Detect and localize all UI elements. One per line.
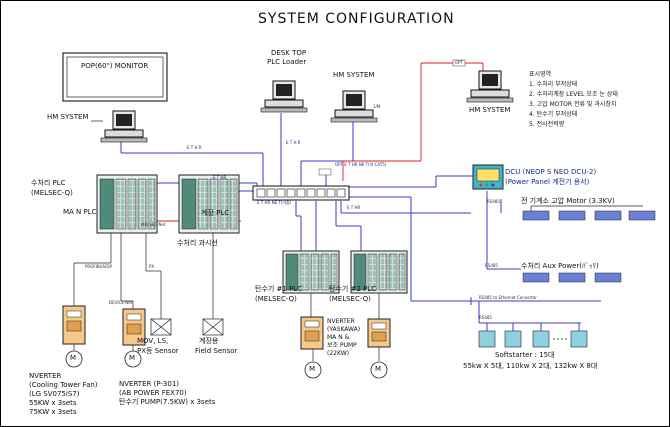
rs485-label-b: RS485 bbox=[485, 263, 498, 268]
dewater-1-label-1: 탄수기 #1 PLC bbox=[255, 285, 303, 293]
motor-symbol: M bbox=[309, 365, 316, 373]
rs485-label-a: RS485 bbox=[487, 199, 500, 204]
ab-inverter-label: 탄수기 PUMP(7.5KW) x 3sets bbox=[119, 398, 216, 406]
hmi-pc-left bbox=[100, 110, 148, 143]
ethernet-hub bbox=[252, 185, 350, 201]
diagram-title: SYSTEM CONFIGURATION bbox=[258, 11, 455, 27]
hmi-right-label: HM SYSTEM bbox=[469, 106, 511, 114]
hmi-mid-tag: 1/M bbox=[373, 104, 381, 109]
hub-left-label: E T HR bbox=[213, 175, 227, 180]
dewater-2-label-2: (MELSEC-Q) bbox=[329, 295, 371, 303]
ab-inverter-label: NVERTER (P-301) bbox=[119, 380, 180, 388]
sensor-boxes bbox=[150, 318, 224, 336]
aux-power-label: 수처리 Aux Power(ﾊﾞｯﾘ) bbox=[521, 262, 599, 270]
water-sensor-label: 수처리 과시선 bbox=[177, 239, 218, 247]
rs485-label-c: RS485 to Ethernet Converter bbox=[479, 295, 537, 300]
cooling-inverter-label: 75KW x 3sets bbox=[29, 408, 77, 416]
hmi-mid-label: HM SYSTEM bbox=[333, 71, 375, 79]
profibus-label-1: PROFIBUS/DP bbox=[85, 264, 112, 269]
softstarter-label-1: Softstarter : 15대 bbox=[495, 351, 555, 359]
water-plc-label-1: 수처리 PLC bbox=[31, 179, 66, 187]
softstarter-label-2: 55kw X 5대, 110kw X 2대, 132kw X 8대 bbox=[463, 362, 598, 370]
desktop-label-1: DESK TOP bbox=[271, 49, 307, 57]
pop-monitor bbox=[62, 52, 168, 102]
instr-plc-rack bbox=[178, 174, 240, 234]
rs485-label-d: RS485 bbox=[479, 315, 492, 320]
hub-mid-label: E T HR NE T(이중) bbox=[257, 200, 292, 205]
inverter-cooling-box bbox=[62, 305, 86, 345]
legend-item: 4. 탄수기 부저상태 bbox=[529, 111, 578, 118]
dcu-label-1: DCU (NEOP S NEO DCU-2) bbox=[505, 168, 597, 176]
dewater-1-label-2: (MELSEC-Q) bbox=[255, 295, 297, 303]
hv-motor-strip bbox=[522, 210, 656, 221]
mov-sensor-label-2: PX등 Sensor bbox=[137, 347, 179, 355]
eth-label-1: E T H R bbox=[187, 145, 202, 150]
melsec-net-label: MELSEC-Net bbox=[141, 222, 166, 227]
motor-symbol: M bbox=[375, 365, 382, 373]
yaskawa-label: MA N & bbox=[327, 334, 350, 341]
hub-converter bbox=[318, 168, 332, 176]
px-label: PX bbox=[149, 264, 155, 269]
mov-sensor-label-1: MOV, LS, bbox=[137, 337, 169, 345]
inverter-ab-box bbox=[122, 308, 146, 346]
motor-symbol: M bbox=[129, 354, 136, 362]
hmi-pc-right bbox=[466, 70, 514, 103]
aux-power-strip bbox=[522, 272, 622, 283]
pop-monitor-label: POP(60") MONITOR bbox=[81, 62, 149, 70]
yaskawa-label: 보조 PUMP bbox=[327, 342, 357, 349]
dewater-plc-1-rack bbox=[282, 250, 340, 294]
water-plc-label-2: (MELSEC-Q) bbox=[31, 189, 73, 197]
yaskawa-label: NVERTER bbox=[327, 318, 355, 325]
motor-symbol: M bbox=[70, 354, 77, 362]
device-wires bbox=[73, 120, 643, 361]
hmi-pc-loader bbox=[260, 80, 308, 113]
dewater-plc-2-rack bbox=[350, 250, 408, 294]
desktop-label-2: PLC Loader bbox=[267, 58, 307, 66]
cooling-inverter-label: NVERTER bbox=[29, 372, 62, 380]
opt-tag: OPT bbox=[455, 60, 464, 65]
inverter-yaskawa-box-2 bbox=[367, 318, 391, 348]
inverter-yaskawa-box bbox=[300, 316, 324, 350]
yaskawa-label: (22KW) bbox=[327, 350, 349, 357]
legend-item: 1. 수처리 부저상태 bbox=[529, 81, 578, 88]
profibus-label-2: DEVICE-Net bbox=[109, 300, 133, 305]
cooling-inverter-label: (Cooling Tower Fan) bbox=[29, 381, 98, 389]
eth-label-2: E T H R bbox=[286, 140, 301, 145]
cooling-inverter-label: (LG SV075iS7) bbox=[29, 390, 80, 398]
legend-title: 표시영역 bbox=[529, 71, 552, 78]
eth-label-3: OPT E T HR NE T(이 CAT5) bbox=[335, 162, 387, 167]
hub-right-label: E T HR bbox=[347, 205, 361, 210]
main-plc-rack bbox=[96, 174, 158, 234]
dcu-unit bbox=[472, 164, 504, 190]
dewater-2-label-1: 탄수기 #2 PLC bbox=[329, 285, 377, 293]
field-sensor-label-1: 계장용 bbox=[199, 337, 219, 345]
hmi-left-label: HM SYSTEM bbox=[47, 113, 89, 121]
cooling-inverter-label: 55KW x 3sets bbox=[29, 399, 77, 407]
ab-inverter-label: (AB POWER FEX70) bbox=[119, 389, 187, 397]
legend-item: 5. 전사전력량 bbox=[529, 121, 565, 128]
motor-circles bbox=[65, 350, 388, 379]
hmi-pc-mid bbox=[330, 90, 378, 123]
yaskawa-label: (YASKAWA) bbox=[327, 326, 361, 333]
softstarters bbox=[478, 330, 588, 348]
main-plc-label: MA N PLC bbox=[63, 208, 97, 216]
field-sensor-label-2: Field Sensor bbox=[195, 347, 238, 355]
dcu-label-2: (Power Panel 계전기 용서) bbox=[505, 178, 590, 186]
legend-item: 3. 고압 MOTOR 전류 및 과시창치 bbox=[529, 101, 617, 108]
hv-motor-label: 전 기계소 고압 Motor (3.3KV) bbox=[521, 197, 615, 205]
opt-converter bbox=[452, 59, 466, 67]
legend-item: 2. 수처리계장 LEVEL 모조 눈 상태 bbox=[529, 91, 618, 98]
instr-plc-label: 계장 PLC bbox=[201, 209, 230, 217]
